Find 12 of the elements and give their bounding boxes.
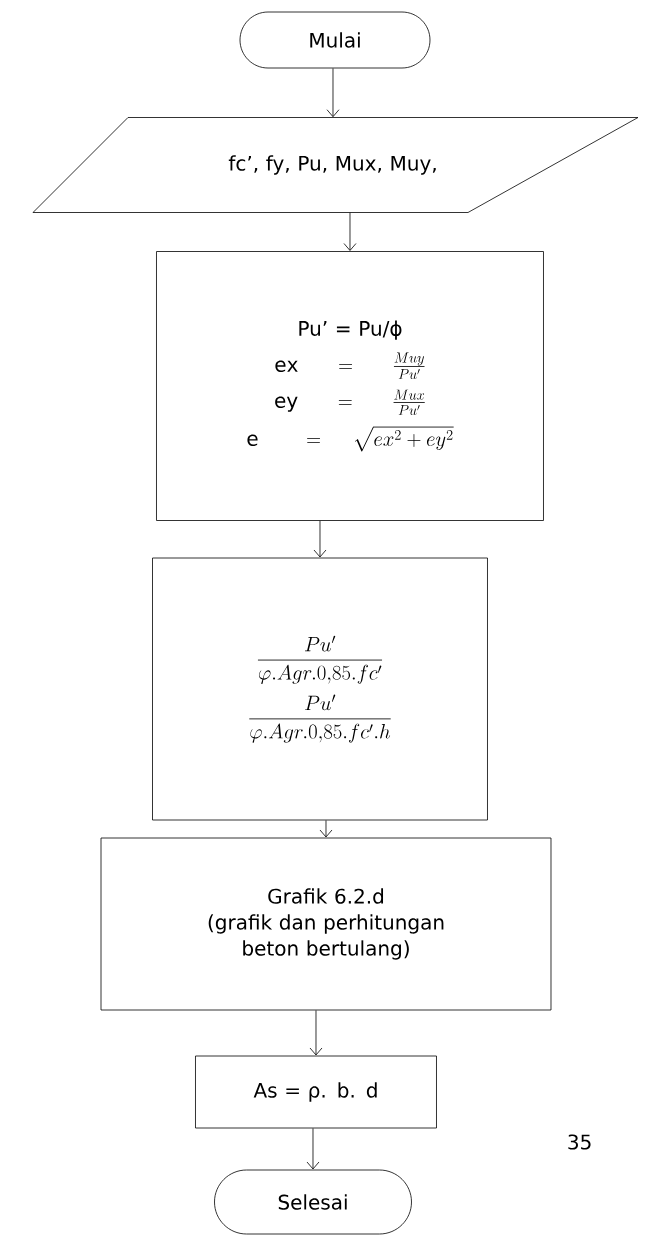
process-box: $\frac{Pu'}{\varphi.Agr.0{,}85.fc'}$ $\frac{Pu'}{\varphi.Agr.0{,}85.fc'.h}$: [152, 557, 488, 821]
input-parallelogram: fc’, fy, Pu, Mux, Muy,: [32, 117, 639, 213]
arrow: [326, 68, 340, 118]
arrow: [306, 1128, 320, 1170]
process-box: As = ρ. b. d: [195, 1055, 437, 1129]
process-box: Grafik 6.2.d (grafik dan perhitungan beton bertulang): [100, 837, 552, 1011]
arrow: [319, 820, 333, 838]
arrow: [313, 520, 327, 558]
process-box: Pu’ = Pu/ϕ $\mathrm{ex} \;=\; \frac{Muy}{Pu'}$ $\mathrm{ey} \;=\; \frac{Mux}{Pu'}$ $\mathrm{e} \;\;=\; \sqrt{ex^2 + ey^2}$: [156, 251, 544, 521]
arrow: [309, 1010, 323, 1056]
page-number: 35: [568, 1134, 591, 1150]
arrow: [343, 212, 357, 251]
